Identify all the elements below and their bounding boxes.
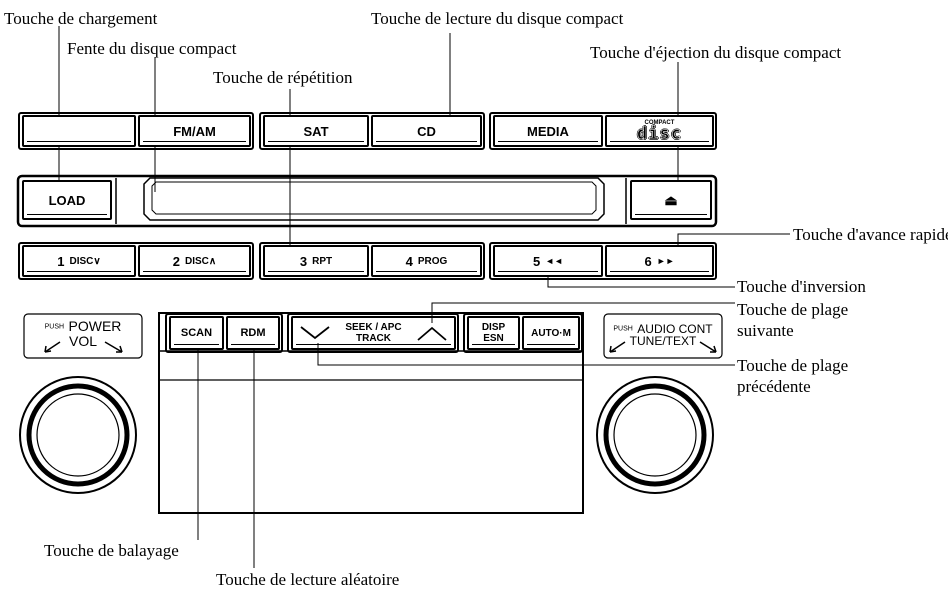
preset-3-sub: RPT — [312, 255, 333, 267]
seek-track-group — [287, 313, 459, 353]
cd-play-key-callout: Touche de lecture du disque compact — [371, 9, 624, 28]
right-audio-cont-label: AUDIO CONT — [637, 322, 713, 336]
disp-esn-button[interactable]: DISP ESN — [467, 316, 520, 350]
sat-button[interactable]: SAT — [263, 115, 369, 147]
cd-slot — [143, 177, 605, 221]
compact-disc-logo-text: disc — [637, 124, 682, 144]
preset-3-number: 3 — [299, 253, 308, 269]
preset-1-disc-down-button[interactable]: 1 DISC∨ — [22, 245, 136, 277]
load-key-callout: Touche de chargement — [4, 9, 158, 28]
preset-4-prog-button[interactable]: 4 PROG — [371, 245, 482, 277]
preset-1-sub: DISC∨ — [69, 255, 101, 267]
scan-button[interactable]: SCAN — [169, 316, 224, 350]
preset-6-fast-forward-button[interactable]: 6 ►► — [605, 245, 714, 277]
preset-4-sub: PROG — [417, 255, 448, 267]
compact-disc-logo: COMPACT disc — [605, 115, 714, 147]
blank-button[interactable] — [22, 115, 136, 147]
right-push-label: PUSH — [613, 325, 633, 333]
scan-rdm-group — [165, 313, 283, 353]
preset-group-2 — [259, 242, 485, 280]
preset-group-3 — [489, 242, 717, 280]
preset-2-disc-up-button[interactable]: 2 DISC∧ — [138, 245, 251, 277]
preset-6-number: 6 — [644, 253, 652, 269]
preset-2-sub: DISC∧ — [185, 255, 217, 267]
eject-button[interactable]: ⏏ — [630, 180, 712, 220]
fm-am-button[interactable]: FM/AM — [138, 115, 251, 147]
next-track-key-callout-line1: Touche de plage — [737, 300, 849, 319]
next-track-key-callout-line2: suivante — [737, 321, 794, 340]
audio-cont-label: PUSH AUDIO CONT — [607, 320, 719, 338]
cd-slot-callout: Fente du disque compact — [67, 39, 237, 58]
source-group-1 — [18, 112, 254, 150]
track-label: TRACK — [356, 333, 391, 344]
preset-3-repeat-button[interactable]: 3 RPT — [263, 245, 369, 277]
left-push-label: PUSH — [44, 323, 65, 331]
esn-label: ESN — [483, 333, 504, 344]
right-tune-text-label: TUNE/TEXT — [629, 334, 697, 348]
source-group-2 — [259, 112, 485, 150]
audio-tune-knob[interactable] — [596, 376, 714, 494]
auto-m-button[interactable]: AUTO·M — [522, 316, 580, 350]
load-button[interactable]: LOAD — [22, 180, 112, 220]
disp-label: DISP — [481, 322, 506, 333]
preset-5-reverse-button[interactable]: 5 ◄◄ — [493, 245, 603, 277]
preset-6-sub: ►► — [656, 256, 675, 266]
left-vol-label: VOL — [68, 333, 97, 349]
seek-track-button[interactable]: SEEK / APC TRACK — [291, 316, 456, 350]
preset-2-number: 2 — [172, 253, 180, 269]
repeat-key-callout: Touche de répétition — [213, 68, 353, 87]
left-power-label: POWER — [68, 318, 122, 334]
cd-slot-frame — [16, 174, 718, 228]
power-vol-label: PUSH POWER — [30, 318, 136, 336]
preset-5-number: 5 — [532, 253, 541, 269]
preset-1-number: 1 — [57, 253, 65, 269]
seek-label: SEEK / APC — [345, 322, 402, 333]
random-key-callout: Touche de lecture aléatoire — [216, 570, 400, 589]
prev-track-key-callout-line2: précédente — [737, 377, 811, 396]
media-button[interactable]: MEDIA — [493, 115, 603, 147]
preset-4-number: 4 — [405, 253, 413, 269]
power-volume-knob[interactable] — [19, 376, 137, 494]
cd-eject-key-callout: Touche d'éjection du disque compact — [590, 43, 842, 62]
cd-button[interactable]: CD — [371, 115, 482, 147]
scan-key-callout: Touche de balayage — [44, 541, 179, 560]
reverse-key-callout: Touche d'inversion — [737, 277, 866, 296]
fast-forward-key-callout: Touche d'avance rapide — [793, 225, 948, 244]
disp-auto-group — [463, 313, 583, 353]
prev-track-key-callout-line1: Touche de plage — [737, 356, 849, 375]
compact-disc-logo-small: COMPACT — [644, 120, 675, 126]
rdm-button[interactable]: RDM — [226, 316, 280, 350]
preset-5-sub: ◄◄ — [545, 256, 564, 266]
preset-group-1 — [18, 242, 254, 280]
source-group-3 — [489, 112, 717, 150]
